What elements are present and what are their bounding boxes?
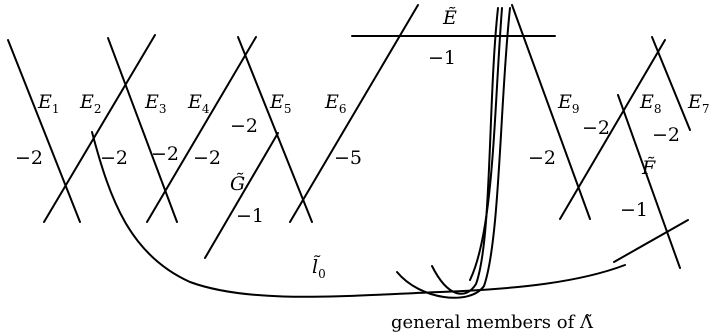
label-e1: E1 — [37, 91, 60, 116]
label-e5: E5 — [269, 91, 292, 116]
value-e6: −5 — [334, 147, 362, 169]
curve-f-tilde-lower — [613, 219, 689, 263]
label-e-tilde: Ẽ — [442, 7, 457, 29]
curve-e5 — [237, 36, 313, 223]
label-e3: E3 — [144, 91, 167, 116]
curve-l0-tilde — [91, 131, 626, 298]
label-e8: E8 — [639, 91, 662, 116]
curve-e7 — [651, 36, 691, 131]
label-l0-tilde: l̃0 — [312, 255, 326, 281]
curve-e6 — [289, 4, 419, 223]
label-e4: E4 — [187, 91, 210, 116]
value-g-tilde: −1 — [236, 205, 264, 227]
general-member-curve-3 — [469, 7, 503, 281]
value-e1: −2 — [15, 147, 43, 169]
curve-e8 — [559, 39, 666, 220]
value-e2: −2 — [100, 147, 128, 169]
curve-e4 — [146, 36, 257, 223]
label-e9: E9 — [557, 91, 580, 116]
value-e-tilde: −1 — [428, 47, 456, 69]
value-e8: −2 — [582, 117, 610, 139]
value-e5: −2 — [230, 115, 258, 137]
value-e9: −2 — [528, 147, 556, 169]
label-e6: E6 — [324, 91, 347, 116]
value-e3: −2 — [151, 143, 179, 165]
curve-g-tilde — [204, 132, 279, 259]
label-e2: E2 — [79, 91, 102, 116]
curve-e9 — [511, 4, 591, 220]
curve-f-tilde — [617, 94, 681, 269]
label-e7: E7 — [687, 91, 710, 116]
general-member-curve-2 — [396, 7, 511, 299]
value-f-tilde: −1 — [620, 199, 648, 221]
label-g-tilde: G̃ — [230, 173, 245, 195]
curve-e3 — [107, 37, 178, 223]
value-e4: −2 — [193, 147, 221, 169]
general-member-curve-1 — [431, 7, 499, 295]
curve-e2 — [43, 34, 156, 223]
value-e7: −2 — [652, 124, 680, 146]
curve-e1 — [7, 39, 81, 223]
label-f-tilde: F̃ — [641, 157, 656, 179]
caption-general-members: general members of Λ̃ — [391, 312, 594, 333]
